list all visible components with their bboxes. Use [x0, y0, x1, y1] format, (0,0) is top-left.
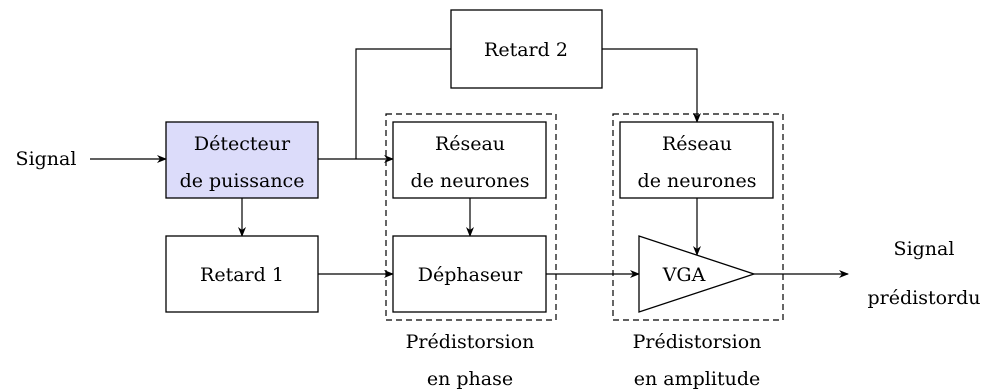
phase-group-label-line2: en phase [427, 368, 513, 390]
phase-neural-network-block [392, 121, 547, 199]
retard2-to-amplitude-network-arrow [602, 48, 701, 123]
amplitude-group-label-line1: Prédistorsion [633, 331, 762, 353]
detector-to-retard2-wire [355, 48, 451, 159]
vga-amplifier-triangle [638, 235, 757, 313]
vga-label: VGA [662, 264, 706, 286]
phase-network-label-line1: Réseau [435, 133, 505, 155]
phase-group-label-line1: Prédistorsion [406, 331, 535, 353]
phase-network-label-line2: de neurones [411, 170, 530, 192]
retard2-label: Retard 2 [484, 39, 568, 61]
dephaseur-block [392, 235, 547, 313]
amplitude-network-label-line2: de neurones [638, 170, 757, 192]
input-signal-label: Signal [16, 148, 77, 170]
retard2-block [450, 9, 603, 89]
phase-predistortion-group [385, 113, 557, 321]
power-detector-block [165, 121, 319, 199]
amplitude-neural-network-block [619, 121, 774, 199]
detector-label-line2: de puissance [180, 170, 305, 192]
dephaseur-label: Déphaseur [418, 264, 523, 286]
detector-label-line1: Détecteur [194, 133, 291, 155]
retard1-label: Retard 1 [200, 264, 284, 286]
output-signal-label-line1: Signal [894, 238, 955, 260]
amplitude-network-label-line1: Réseau [662, 133, 732, 155]
amplitude-group-label-line2: en amplitude [634, 368, 760, 390]
output-signal-label-line2: prédistordu [867, 287, 980, 309]
retard1-block [165, 235, 319, 313]
